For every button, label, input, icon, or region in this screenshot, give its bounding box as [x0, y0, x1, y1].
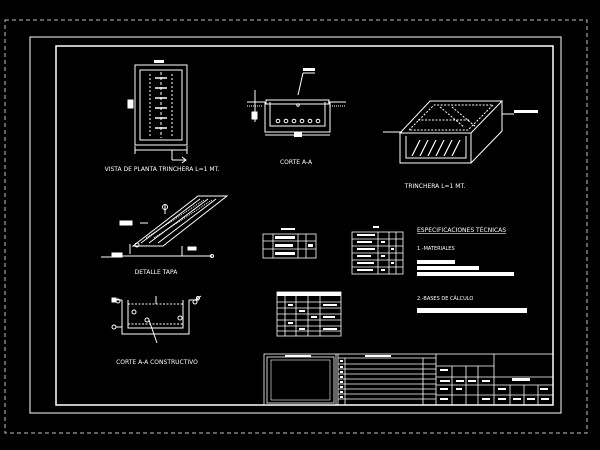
plan-view-label: VISTA DE PLANTA TRINCHERA L=1 MT. — [105, 166, 220, 173]
trench-isometric-drawing — [383, 100, 538, 164]
section-constructive-label: CORTE A-A CONSTRUCTIVO — [116, 359, 198, 366]
rebar-table-2 — [351, 226, 404, 275]
plan-view-trench — [127, 60, 188, 164]
cover-detail-label: DETALLE TAPA — [135, 269, 179, 276]
rebar-table-1 — [262, 228, 317, 259]
specs-calc-heading: 2.-BASES DE CÁLCULO — [417, 295, 473, 302]
title-block — [263, 353, 554, 406]
cover-detail-drawing — [101, 195, 229, 258]
trench-iso-label: TRINCHERA L=1 MT. — [404, 183, 466, 190]
specs-title: ESPECIFICACIONES TÉCNICAS — [417, 226, 506, 234]
section-aa-label: CORTE A-A — [280, 159, 313, 166]
specs-materials-heading: 1.-MATERIALES — [417, 246, 455, 252]
calc-lines — [417, 308, 527, 313]
materials-lines — [417, 260, 514, 276]
rebar-table-3 — [276, 291, 342, 337]
section-aa-drawing — [247, 68, 346, 137]
section-constructive-drawing — [111, 295, 202, 344]
